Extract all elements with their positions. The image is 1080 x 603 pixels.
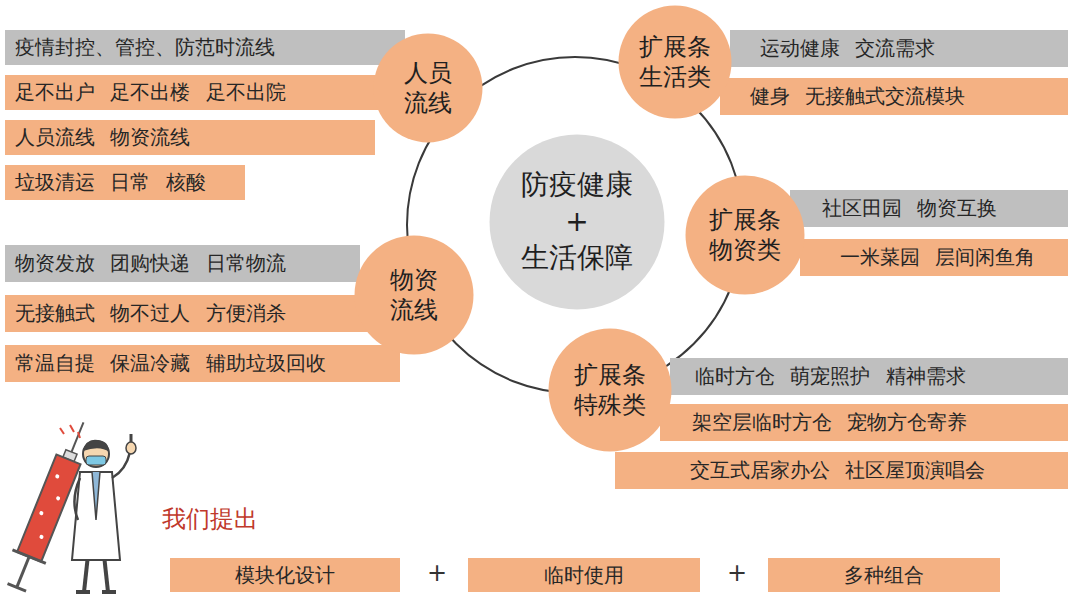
plus-sign: + [427, 559, 447, 587]
bar-text: 疫情封控、管控、防范时流线 [15, 34, 275, 61]
circle-fill [490, 135, 665, 310]
circle-text: 防疫健康 [521, 167, 633, 203]
bar-text: 无接触式 物不过人 方便消杀 [15, 300, 286, 327]
dot [39, 534, 44, 539]
label-bar: 垃圾清运 日常 核酸 [5, 165, 245, 200]
bar-text: 临时方仓 萌宠照护 精神需求 [695, 363, 966, 390]
doctor-illustration [72, 434, 136, 592]
bar-text: 人员流线 物资流线 [15, 124, 190, 151]
circle-outline [685, 175, 805, 295]
shoes [76, 590, 116, 594]
spark-mark [78, 432, 80, 438]
syringe-flange [12, 550, 45, 563]
bar-text: 一米菜园 层间闲鱼角 [840, 244, 1035, 271]
bar-text: 健身 无接触式交流模块 [750, 83, 965, 110]
label-bar: 运动健康 交流需求 [730, 30, 1068, 67]
spark-mark [60, 428, 64, 434]
label-bar: 疫情封控、管控、防范时流线 [5, 30, 405, 65]
label-bar: 足不出户 足不出楼 足不出院 [5, 75, 400, 110]
center-circle: 防疫健康+生活保障 [489, 134, 665, 310]
thumb [130, 434, 133, 442]
proposal-heading: 我们提出 [162, 503, 258, 535]
circle-outline [354, 235, 474, 355]
category-circle: 扩展条 生活类 [618, 5, 732, 119]
dot [39, 511, 44, 516]
circle-fill [355, 236, 474, 355]
circle-text: 扩展条 物资类 [704, 205, 786, 265]
bar-text: 架空层临时方仓 宠物方仓寄养 [692, 409, 967, 436]
arm [74, 478, 80, 520]
label-bar: 人员流线 物资流线 [5, 120, 375, 155]
bar-text: 足不出户 足不出楼 足不出院 [15, 79, 286, 106]
circle-text: 物资流线 [386, 265, 441, 325]
dot [56, 496, 61, 501]
label-bar: 交互式居家办公 社区屋顶演唱会 [615, 452, 1068, 489]
category-circle: 扩展条 特殊类 [548, 328, 672, 452]
bar-text: 社区田园 物资互换 [822, 195, 997, 222]
plunger-head [8, 584, 27, 591]
dot [55, 474, 60, 479]
spark-mark [70, 425, 74, 432]
label-bar: 架空层临时方仓 宠物方仓寄养 [660, 404, 1068, 441]
label-bar: 临时方仓 萌宠照护 精神需求 [670, 358, 1068, 395]
bar-text: 临时使用 [544, 562, 624, 589]
label-bar: 无接触式 物不过人 方便消杀 [5, 295, 390, 332]
bar-text: 常温自提 保温冷藏 辅助垃圾回收 [15, 350, 326, 377]
category-circle: 物资流线 [354, 235, 474, 355]
lab-coat [72, 472, 120, 560]
syringe-barrel [17, 454, 80, 561]
label-bar: 临时使用 [468, 558, 700, 592]
circle-text: 扩展条 生活类 [634, 32, 716, 92]
label-bar: 社区田园 物资互换 [790, 190, 1068, 227]
bar-text: 垃圾清运 日常 核酸 [15, 169, 206, 196]
label-bar: 一米菜园 层间闲鱼角 [800, 239, 1068, 276]
category-circle: 人员流线 [373, 33, 483, 143]
plunger-rod [17, 557, 29, 588]
category-circle: 扩展条 物资类 [685, 175, 805, 295]
circle-outline [548, 328, 672, 452]
thumb-hand [126, 442, 136, 454]
circle-fill [619, 6, 732, 119]
bar-text: 物资发放 团购快递 日常物流 [15, 250, 286, 277]
bar-text: 模块化设计 [235, 562, 335, 589]
bar-text: 交互式居家办公 社区屋顶演唱会 [690, 457, 985, 484]
circle-fill [549, 329, 672, 452]
label-bar: 多种组合 [768, 558, 1000, 592]
bar-text: 运动健康 交流需求 [760, 35, 935, 62]
circle-outline [618, 5, 732, 119]
label-bar: 常温自提 保温冷藏 辅助垃圾回收 [5, 345, 400, 382]
face-mask [86, 456, 106, 465]
circle-outline [373, 33, 483, 143]
arm [112, 452, 130, 478]
circle-text: 生活保障 [521, 240, 633, 276]
circle-fill [374, 34, 483, 143]
circle-text: 人员流线 [400, 58, 455, 118]
hair [83, 440, 109, 452]
label-bar: 健身 无接触式交流模块 [720, 78, 1068, 115]
label-bar: 物资发放 团购快递 日常物流 [5, 245, 360, 282]
label-bar: 模块化设计 [170, 558, 400, 592]
circle-text: 扩展条 特殊类 [569, 360, 651, 420]
circle-text: + [565, 204, 588, 240]
plus-sign: + [727, 559, 747, 587]
shirt [92, 472, 100, 520]
bar-text: 多种组合 [844, 562, 924, 589]
circle-fill [686, 176, 805, 295]
